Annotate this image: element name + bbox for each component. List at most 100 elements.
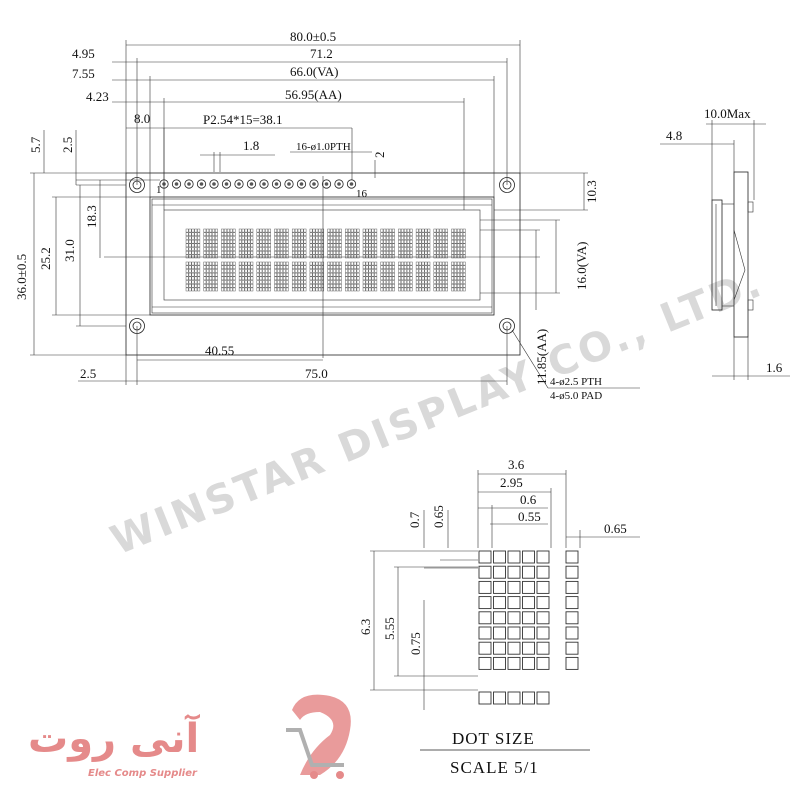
character-cell <box>238 261 254 292</box>
pin <box>171 179 182 189</box>
pin <box>284 179 294 189</box>
dim-overall-height: 36.0±0.5 <box>14 254 29 300</box>
dot <box>522 641 535 655</box>
pin <box>196 179 207 189</box>
pin <box>296 179 307 189</box>
pin <box>321 179 332 189</box>
dot <box>478 626 492 640</box>
dot <box>478 580 492 594</box>
character-cell <box>345 228 360 259</box>
character-cell <box>256 261 271 292</box>
dot <box>493 641 506 655</box>
dot <box>507 611 521 625</box>
dot <box>536 580 550 594</box>
dot <box>565 641 579 655</box>
pin-hole <box>237 182 241 186</box>
dot <box>522 656 535 670</box>
character-cell <box>451 228 466 259</box>
pin-hole <box>349 182 354 186</box>
character-cell <box>185 261 201 292</box>
dot <box>536 611 550 625</box>
character-cell <box>433 261 448 292</box>
character-cell <box>398 261 413 292</box>
dim-40-55: 40.55 <box>205 343 234 358</box>
dim-0-55: 0.55 <box>518 509 541 524</box>
pin-1-label: 1 <box>156 184 162 196</box>
dot-detail: 3.6 2.95 0.6 0.55 0.65 0.7 0.65 6.3 5.55… <box>358 457 640 777</box>
dot <box>536 691 550 705</box>
dot <box>536 565 550 579</box>
dot <box>493 565 506 579</box>
dot <box>507 596 521 610</box>
dot <box>522 611 535 625</box>
logo-name: آنی روت <box>28 713 201 762</box>
pin-hole <box>299 182 304 186</box>
dim-overall-width: 80.0±0.5 <box>290 29 336 44</box>
dim-thickness: 10.0Max <box>704 106 751 121</box>
pin-hole <box>274 182 279 186</box>
dot <box>536 550 550 564</box>
character-cell <box>203 228 218 259</box>
character-cell <box>291 261 307 292</box>
dot <box>478 596 492 610</box>
dot <box>478 641 492 655</box>
pin <box>221 179 232 189</box>
dot <box>493 580 506 594</box>
character-cell <box>185 228 201 259</box>
dot <box>565 580 579 594</box>
dot <box>493 611 506 625</box>
character-cell <box>291 228 307 259</box>
label-pth: 16-ø1.0PTH <box>296 141 351 153</box>
dot <box>507 641 521 655</box>
dot <box>522 626 535 640</box>
character-cell <box>221 228 236 259</box>
character-cell <box>380 261 395 292</box>
dot <box>478 565 492 579</box>
character-cell <box>362 261 378 292</box>
character-cell <box>451 261 466 292</box>
dot <box>493 596 506 610</box>
pin <box>259 179 269 189</box>
front-view: 80.0±0.5 71.2 4.95 66.0(VA) 7.55 56.95(A… <box>14 29 640 402</box>
viewing-area <box>163 209 481 301</box>
pin-hole <box>249 182 254 186</box>
dim-1-6: 1.6 <box>766 360 783 375</box>
dim-va-height: 16.0(VA) <box>574 241 589 290</box>
dim-8-0: 8.0 <box>134 111 150 126</box>
dot <box>536 656 550 670</box>
dim-4-23: 4.23 <box>86 89 109 104</box>
pin <box>346 179 357 189</box>
dim-2-5-left: 2.5 <box>60 137 75 153</box>
pin-16-label: 16 <box>356 188 368 200</box>
character-matrix <box>185 228 466 292</box>
dot <box>522 565 535 579</box>
dot-grid <box>478 550 579 705</box>
pin-hole <box>337 182 341 186</box>
dot <box>522 596 535 610</box>
dot-size-title: DOT SIZE <box>452 729 535 748</box>
dot <box>536 626 550 640</box>
character-cell <box>274 228 289 259</box>
character-cell <box>380 228 395 259</box>
dim-6-3: 6.3 <box>358 619 373 635</box>
dot <box>493 656 506 670</box>
dot <box>565 626 579 640</box>
dim-4-95: 4.95 <box>72 46 95 61</box>
character-cell <box>415 261 431 292</box>
dim-va-width: 66.0(VA) <box>290 64 339 79</box>
dim-7-55: 7.55 <box>72 66 95 81</box>
pin-hole <box>262 182 266 186</box>
dot <box>522 580 535 594</box>
dot <box>565 596 579 610</box>
brand-logo: آنی روت Elec Comp Supplier <box>28 694 351 779</box>
pin <box>209 179 219 189</box>
pin <box>246 179 257 189</box>
dot <box>565 565 579 579</box>
character-cell <box>362 228 378 259</box>
dot <box>478 611 492 625</box>
dim-aa-width: 56.95(AA) <box>285 87 342 102</box>
dim-hole-pitch: 71.2 <box>310 46 333 61</box>
dim-5-7: 5.7 <box>28 136 43 153</box>
bezel-outline <box>149 196 495 316</box>
